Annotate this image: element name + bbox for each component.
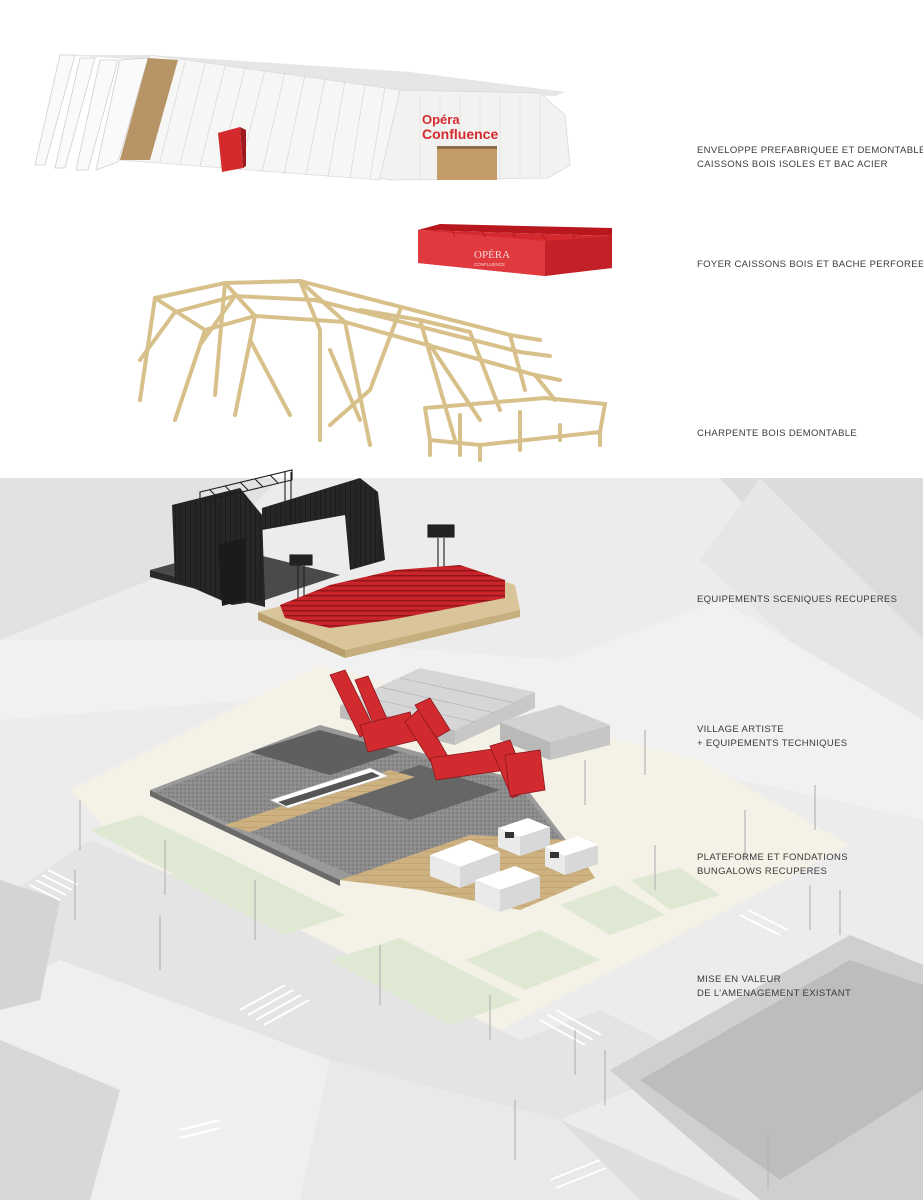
lawn-patch — [330, 938, 520, 1025]
timber-frame-layer — [138, 278, 608, 462]
envelope-end-fins — [34, 54, 149, 171]
envelope-logo-line1: Opéra — [422, 112, 460, 127]
label-village: VILLAGE ARTISTE + EQUIPEMENTS TECHNIQUES — [697, 723, 848, 750]
label-stage: EQUIPEMENTS SCENIQUES RECUPERES — [697, 593, 897, 607]
lawn-patch — [90, 815, 235, 880]
label-frame-line1: CHARPENTE BOIS DEMONTABLE — [697, 428, 858, 439]
artist-village-layer — [329, 668, 610, 799]
label-envelope-line1: ENVELOPPE PREFABRIQUEE ET DEMONTABLE — [697, 145, 923, 156]
label-foyer-line1: FOYER CAISSONS BOIS ET BACHE PERFOREE — [697, 259, 923, 270]
lawn-patch — [170, 858, 345, 935]
bungalow — [545, 836, 598, 875]
label-frame: CHARPENTE BOIS DEMONTABLE — [697, 427, 857, 441]
envelope-volume: Opéra Confluence — [34, 54, 571, 181]
stage-equipment-layer — [150, 469, 520, 658]
lawn-patch — [465, 930, 600, 990]
main-entrance — [437, 146, 497, 180]
red-technical-ducts — [329, 669, 546, 799]
label-village-line1: VILLAGE ARTISTE — [697, 724, 784, 735]
lawn-patch — [630, 868, 720, 910]
foyer-volume: OPÉRA CONFLUENCE — [418, 224, 612, 276]
wooden-deck — [225, 770, 415, 832]
platform-layer — [150, 725, 598, 912]
envelope-logo-line2: Confluence — [422, 126, 498, 142]
bungalow — [430, 840, 500, 888]
foyer-logo-line1: OPÉRA — [474, 249, 510, 261]
side-red-door — [218, 127, 243, 172]
label-stage-line1: EQUIPEMENTS SCENIQUES RECUPERES — [697, 594, 898, 605]
foyer-logo-line2: CONFLUENCE — [474, 262, 505, 267]
red-seating — [280, 565, 505, 628]
label-envelope-line2: CAISSONS BOIS ISOLES ET BAC ACIER — [697, 158, 888, 170]
bungalow — [475, 866, 540, 912]
label-site: MISE EN VALEUR DE L’AMENAGEMENT EXISTANT — [697, 973, 851, 1000]
label-site-line2: DE L’AMENAGEMENT EXISTANT — [697, 987, 852, 999]
bungalow — [498, 818, 550, 856]
lawn-patch — [560, 885, 665, 935]
label-envelope: ENVELOPPE PREFABRIQUEE ET DEMONTABLE CAI… — [697, 144, 923, 171]
label-platform-line2: BUNGALOWS RECUPERES — [697, 865, 828, 877]
label-platform-line1: PLATEFORME ET FONDATIONS — [697, 852, 848, 863]
label-platform: PLATEFORME ET FONDATIONS BUNGALOWS RECUP… — [697, 851, 848, 878]
street-lamps — [74, 730, 841, 1190]
label-village-line2: + EQUIPEMENTS TECHNIQUES — [697, 737, 848, 749]
label-site-line1: MISE EN VALEUR — [697, 974, 781, 985]
label-foyer: FOYER CAISSONS BOIS ET BACHE PERFOREE — [697, 258, 923, 272]
